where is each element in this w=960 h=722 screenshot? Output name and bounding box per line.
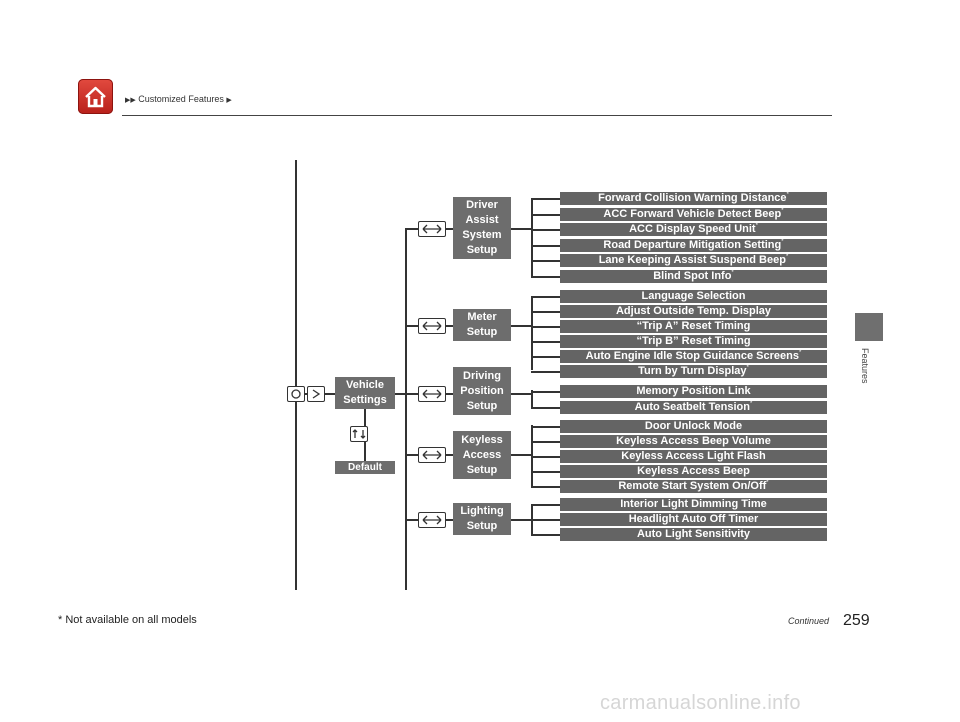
item-connector	[531, 371, 560, 373]
menu-icon	[307, 386, 325, 402]
menu-icon	[287, 386, 305, 402]
group-driver-assist-box[interactable]: Driver Assist System Setup	[453, 197, 511, 259]
scroll-icon	[418, 221, 446, 237]
setting-item[interactable]: Forward Collision Warning Distance*	[560, 192, 827, 205]
home-button[interactable]	[78, 79, 113, 114]
setting-item[interactable]: Memory Position Link	[560, 385, 827, 398]
setting-item[interactable]: Headlight Auto Off Timer	[560, 513, 827, 526]
item-connector	[531, 229, 560, 231]
setting-item[interactable]: Blind Spot Info*	[560, 270, 827, 283]
breadcrumb-label: Customized Features	[138, 94, 224, 104]
items-connector-line	[531, 296, 533, 370]
breadcrumb-arrow-icon: ▶▶	[125, 97, 136, 104]
item-connector	[531, 534, 560, 536]
item-connector	[531, 407, 560, 409]
default-box[interactable]: Default	[335, 461, 395, 474]
breadcrumb-arrow-icon: ▶	[226, 97, 232, 104]
setting-item[interactable]: Interior Light Dimming Time	[560, 498, 827, 511]
item-connector	[531, 456, 560, 458]
scroll-icon	[418, 512, 446, 528]
item-connector	[531, 198, 560, 200]
item-connector	[531, 276, 560, 278]
items-connector-line	[531, 390, 533, 407]
item-connector	[531, 471, 560, 473]
item-connector	[531, 391, 560, 393]
breadcrumb[interactable]: ▶▶ Customized Features ▶	[125, 94, 232, 104]
setting-item[interactable]: ACC Forward Vehicle Detect Beep*	[560, 208, 827, 221]
setting-item[interactable]: Adjust Outside Temp. Display	[560, 305, 827, 318]
section-label: Features	[860, 348, 870, 384]
section-tab[interactable]	[855, 313, 883, 341]
scroll-icon	[418, 447, 446, 463]
group-to-items-connector	[511, 325, 531, 327]
items-connector-line	[531, 425, 533, 486]
setting-item[interactable]: “Trip B” Reset Timing	[560, 335, 827, 348]
setting-item[interactable]: Keyless Access Light Flash	[560, 450, 827, 463]
group-keyless-access-box[interactable]: Keyless Access Setup	[453, 431, 511, 479]
item-connector	[531, 504, 560, 506]
setting-item[interactable]: Turn by Turn Display*	[560, 365, 827, 378]
page-number: 259	[843, 612, 870, 629]
group-to-items-connector	[511, 519, 531, 521]
scroll-icon	[350, 426, 368, 442]
setting-item[interactable]: Lane Keeping Assist Suspend Beep*	[560, 254, 827, 267]
group-to-items-connector	[511, 393, 531, 395]
item-connector	[531, 486, 560, 488]
group-to-items-connector	[511, 454, 531, 456]
scroll-icon	[418, 318, 446, 334]
setting-item[interactable]: ACC Display Speed Unit*	[560, 223, 827, 236]
item-connector	[531, 426, 560, 428]
setting-item[interactable]: Auto Light Sensitivity	[560, 528, 827, 541]
group-connector-line	[405, 228, 407, 590]
watermark: carmanualsonline.info	[600, 692, 801, 714]
setting-item[interactable]: Language Selection	[560, 290, 827, 303]
group-lighting-box[interactable]: Lighting Setup	[453, 503, 511, 535]
setting-item[interactable]: Remote Start System On/Off*	[560, 480, 827, 493]
item-connector	[531, 245, 560, 247]
item-connector	[531, 326, 560, 328]
footnote: * Not available on all models	[58, 614, 197, 626]
scroll-icon	[418, 386, 446, 402]
setting-item[interactable]: Road Departure Mitigation Setting*	[560, 239, 827, 252]
home-icon	[85, 86, 106, 108]
item-connector	[531, 311, 560, 313]
continued-label: Continued	[788, 616, 830, 626]
item-connector	[531, 260, 560, 262]
root-to-groups-connector	[395, 393, 405, 395]
setting-item[interactable]: Auto Engine Idle Stop Guidance Screens*	[560, 350, 827, 363]
item-connector	[531, 341, 560, 343]
group-meter-box[interactable]: Meter Setup	[453, 309, 511, 341]
setting-item[interactable]: Door Unlock Mode	[560, 420, 827, 433]
setting-item[interactable]: Keyless Access Beep	[560, 465, 827, 478]
group-to-items-connector	[511, 228, 531, 230]
item-connector	[531, 296, 560, 298]
item-connector	[531, 519, 560, 521]
setting-item[interactable]: Keyless Access Beep Volume	[560, 435, 827, 448]
items-connector-line	[531, 198, 533, 276]
setting-item[interactable]: “Trip A” Reset Timing	[560, 320, 827, 333]
item-connector	[531, 356, 560, 358]
item-connector	[531, 214, 560, 216]
outer-connector-line	[295, 160, 297, 590]
setting-item[interactable]: Auto Seatbelt Tension*	[560, 401, 827, 414]
item-connector	[531, 441, 560, 443]
group-driving-position-box[interactable]: Driving Position Setup	[453, 367, 511, 415]
header-rule	[122, 115, 832, 116]
vehicle-settings-box[interactable]: Vehicle Settings	[335, 377, 395, 409]
